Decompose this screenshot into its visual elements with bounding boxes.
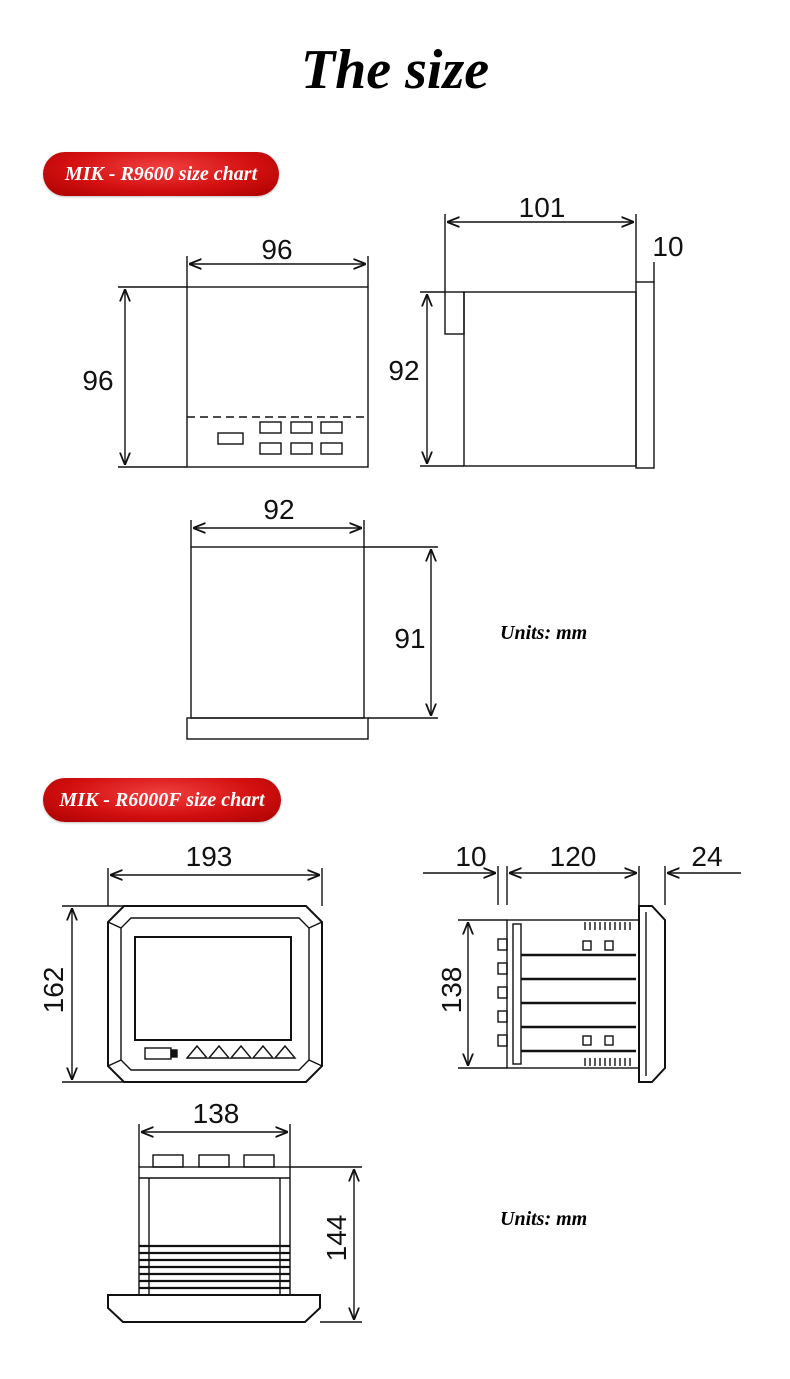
r6000f-side-height-label: 138 xyxy=(436,967,467,1014)
r6000f-side-rear-depth-label: 24 xyxy=(691,841,722,872)
r6000f-key-triangle xyxy=(207,1044,231,1059)
r9600-display-slot xyxy=(217,432,244,445)
r9600-front-width-label: 96 xyxy=(261,234,292,265)
r9600-top-depth-label: 91 xyxy=(394,623,425,654)
r9600-side-depth-label: 101 xyxy=(519,192,566,223)
r6000f-front-view xyxy=(62,868,323,1083)
r9600-side-view xyxy=(420,214,655,469)
r6000f-top-body xyxy=(138,1166,291,1296)
section-label-r9600: MIK - R9600 size chart xyxy=(64,163,258,185)
r6000f-side-bezel xyxy=(638,905,666,1083)
r9600-key xyxy=(320,421,343,434)
page-title: The size xyxy=(300,39,490,101)
r6000f-key-triangle xyxy=(273,1044,297,1059)
r9600-side-bezel-label: 10 xyxy=(652,231,683,262)
r6000f-top-view xyxy=(107,1124,362,1323)
r6000f-front-outline xyxy=(107,905,323,1083)
r9600-top-bezel xyxy=(186,717,369,740)
r9600-top-view xyxy=(186,520,438,740)
r9600-front-view xyxy=(118,256,369,468)
section-badge-r6000f: MIK - R6000F size chart xyxy=(43,778,281,822)
r6000f-side-view xyxy=(423,866,741,1083)
r6000f-key-triangle xyxy=(229,1044,253,1059)
r6000f-front-width-label: 193 xyxy=(186,841,233,872)
r6000f-side-front-depth-label: 10 xyxy=(455,841,486,872)
r9600-key xyxy=(290,442,313,455)
r9600-top-body xyxy=(190,546,365,719)
r9600-key xyxy=(290,421,313,434)
r6000f-top-width-label: 138 xyxy=(193,1098,240,1129)
section-label-r6000f: MIK - R6000F size chart xyxy=(59,789,265,811)
r6000f-display-screen xyxy=(134,936,292,1041)
r6000f-key-triangle xyxy=(251,1044,275,1059)
r6000f-key-triangle xyxy=(185,1044,209,1059)
r9600-front-outline xyxy=(186,286,369,468)
r9600-front-height-label: 96 xyxy=(82,365,113,396)
units-label-r9600: Units: mm xyxy=(500,622,588,644)
r6000f-side-body xyxy=(506,919,640,1069)
section-badge-r9600: MIK - R9600 size chart xyxy=(43,152,279,196)
r6000f-front-height-label: 162 xyxy=(38,967,69,1014)
r9600-side-bezel xyxy=(635,281,655,469)
r9600-side-height-label: 92 xyxy=(388,355,419,386)
r6000f-top-bezel xyxy=(107,1294,321,1323)
r6000f-side-body-depth-label: 120 xyxy=(550,841,597,872)
r9600-key xyxy=(320,442,343,455)
r6000f-usb-port xyxy=(144,1047,172,1060)
r9600-side-clip xyxy=(444,291,465,335)
r9600-key xyxy=(259,442,282,455)
r9600-key xyxy=(259,421,282,434)
r9600-side-body xyxy=(463,291,637,467)
r6000f-top-depth-label: 144 xyxy=(321,1215,352,1262)
r9600-top-width-label: 92 xyxy=(263,494,294,525)
units-label-r6000f: Units: mm xyxy=(500,1208,588,1230)
